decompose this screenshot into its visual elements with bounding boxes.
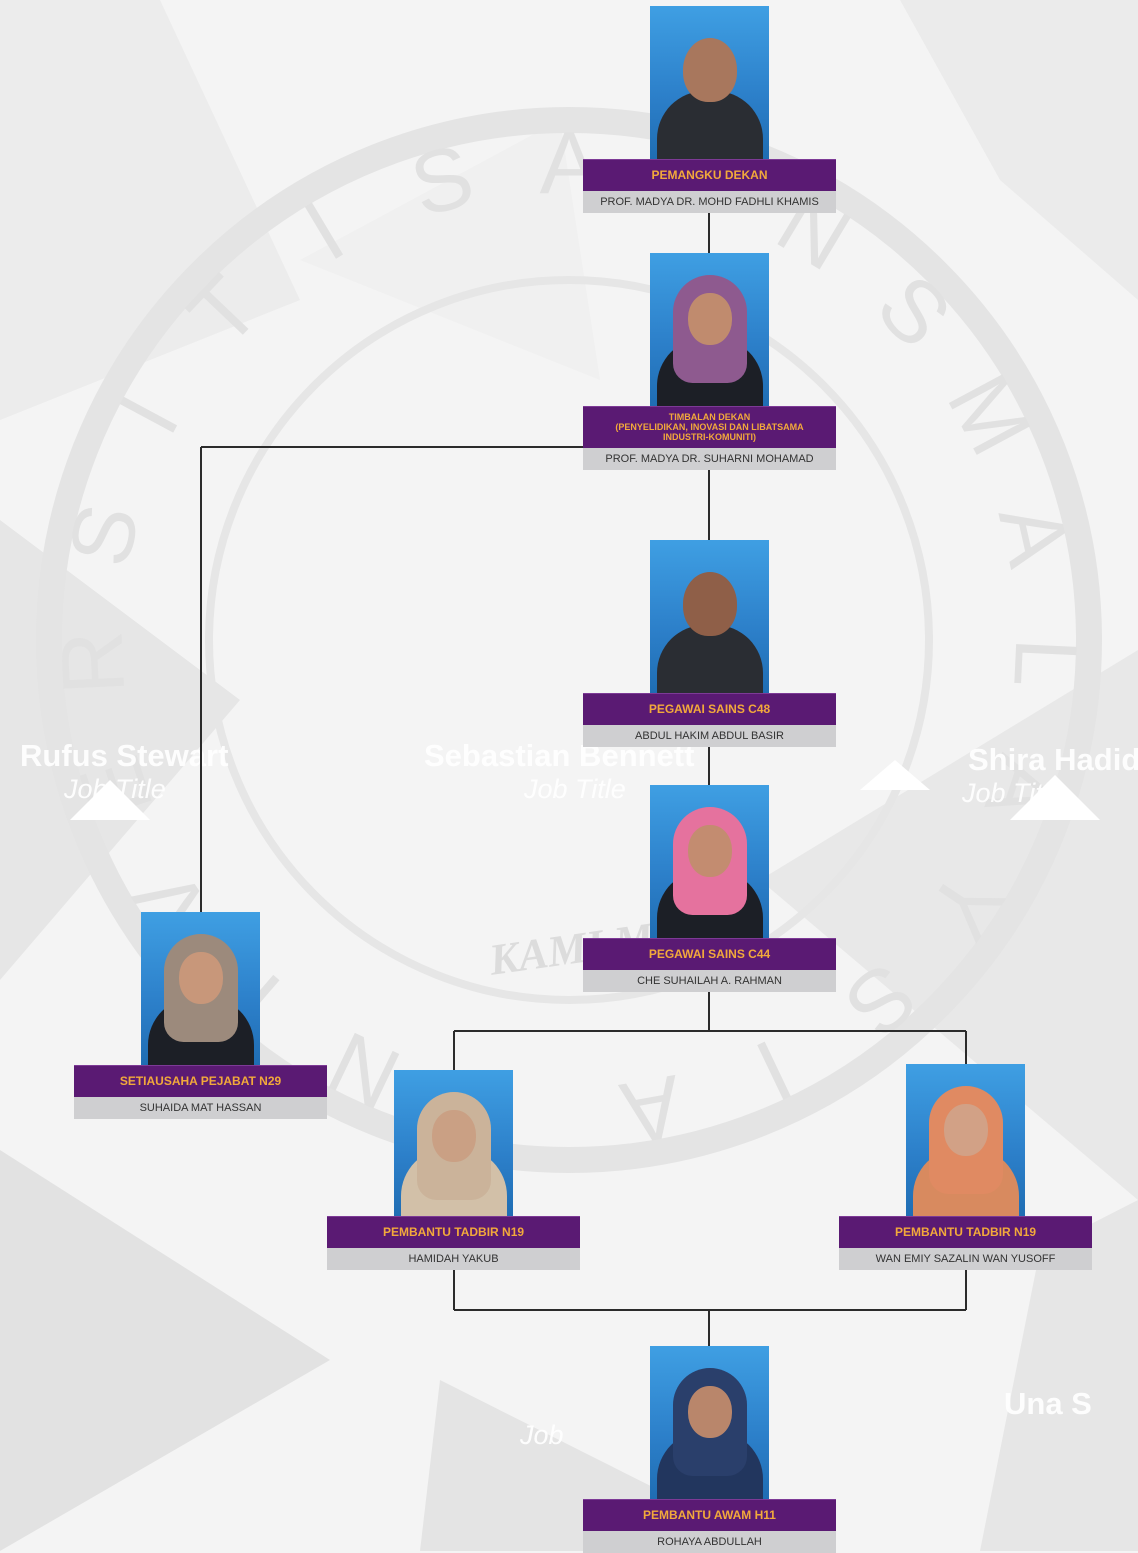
role-title: SETIAUSAHA PEJABAT N29 <box>74 1065 327 1097</box>
ghost-label-5: Job <box>520 1420 564 1451</box>
person-name: ABDUL HAKIM ABDUL BASIR <box>583 725 836 747</box>
role-title: TIMBALAN DEKAN (PENYELIDIKAN, INOVASI DA… <box>583 406 836 448</box>
portrait-face <box>687 1386 732 1438</box>
org-node-pembantu-tadbir-1: PEMBANTU TADBIR N19 HAMIDAH YAKUB <box>327 1070 580 1270</box>
role-title: PEMANGKU DEKAN <box>583 159 836 191</box>
person-name: SUHAIDA MAT HASSAN <box>74 1097 327 1119</box>
portrait-photo <box>650 6 769 159</box>
portrait-photo <box>906 1064 1025 1216</box>
watermark-letter: R <box>41 629 143 697</box>
person-name: WAN EMIY SAZALIN WAN YUSOFF <box>839 1248 1092 1270</box>
portrait-face <box>687 293 732 345</box>
ghost-label-4: Una S <box>1004 1386 1092 1422</box>
ghost-label-1: Rufus Stewart Job Title <box>20 738 228 805</box>
ghost-title: Job <box>520 1420 564 1450</box>
org-node-setiausaha-pejabat: SETIAUSAHA PEJABAT N29 SUHAIDA MAT HASSA… <box>74 912 327 1119</box>
org-node-pegawai-sains-c44: PEGAWAI SAINS C44 CHE SUHAILAH A. RAHMAN <box>583 785 836 992</box>
person-name: CHE SUHAILAH A. RAHMAN <box>583 970 836 992</box>
ghost-title: Job Title <box>64 774 166 804</box>
ghost-title: Job Title <box>524 774 626 804</box>
portrait-body <box>656 625 763 693</box>
org-node-timbalan-dekan: TIMBALAN DEKAN (PENYELIDIKAN, INOVASI DA… <box>583 253 836 470</box>
org-node-dekan: PEMANGKU DEKAN PROF. MADYA DR. MOHD FADH… <box>583 6 836 213</box>
portrait-photo <box>650 253 769 406</box>
portrait-face <box>682 38 737 102</box>
portrait-face <box>687 825 732 877</box>
portrait-photo <box>141 912 260 1065</box>
portrait-face <box>943 1104 988 1156</box>
person-name: PROF. MADYA DR. MOHD FADHLI KHAMIS <box>583 191 836 213</box>
watermark-letter: L <box>995 636 1096 690</box>
org-node-pegawai-sains-c48: PEGAWAI SAINS C48 ABDUL HAKIM ABDUL BASI… <box>583 540 836 747</box>
portrait-photo <box>394 1070 513 1216</box>
portrait-photo <box>650 540 769 693</box>
ghost-label-3: Shira Hadid Job Title <box>962 742 1138 809</box>
ghost-name: Una S <box>1004 1386 1092 1421</box>
portrait-photo <box>650 1346 769 1499</box>
portrait-body <box>656 91 763 159</box>
ghost-name: Rufus Stewart <box>20 738 229 773</box>
portrait-face <box>431 1110 476 1162</box>
person-name: HAMIDAH YAKUB <box>327 1248 580 1270</box>
portrait-face <box>682 572 737 636</box>
portrait-face <box>178 952 223 1004</box>
portrait-photo <box>650 785 769 938</box>
role-title: PEGAWAI SAINS C48 <box>583 693 836 725</box>
org-node-pembantu-awam: PEMBANTU AWAM H11 ROHAYA ABDULLAH <box>583 1346 836 1553</box>
role-title: PEMBANTU TADBIR N19 <box>839 1216 1092 1248</box>
role-title-text: TIMBALAN DEKAN (PENYELIDIKAN, INOVASI DA… <box>615 412 804 442</box>
org-node-pembantu-tadbir-2: PEMBANTU TADBIR N19 WAN EMIY SAZALIN WAN… <box>839 1064 1092 1270</box>
role-title: PEGAWAI SAINS C44 <box>583 938 836 970</box>
person-name: ROHAYA ABDULLAH <box>583 1531 836 1553</box>
ghost-title: Job Title <box>962 778 1064 808</box>
role-title: PEMBANTU AWAM H11 <box>583 1499 836 1531</box>
ghost-name: Shira Hadid <box>968 742 1138 777</box>
role-title: PEMBANTU TADBIR N19 <box>327 1216 580 1248</box>
person-name: PROF. MADYA DR. SUHARNI MOHAMAD <box>583 448 836 470</box>
